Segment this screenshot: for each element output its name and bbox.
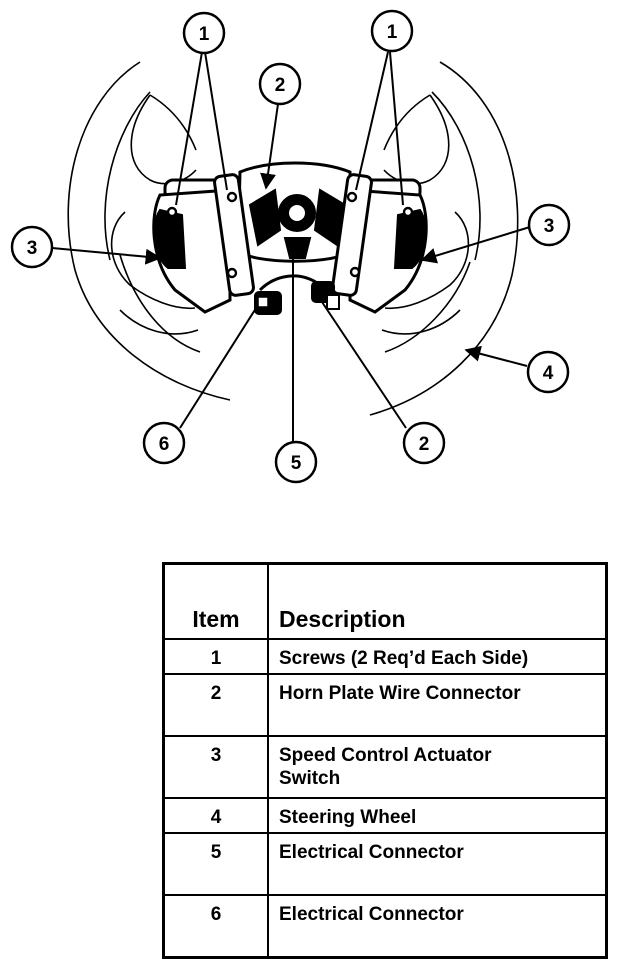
legend-item-description: Horn Plate Wire Connector [267, 673, 608, 737]
svg-text:2: 2 [419, 434, 430, 455]
callout-3-right: 3 [527, 203, 571, 247]
legend-item-description: Electrical Connector [267, 832, 608, 896]
svg-text:4: 4 [543, 363, 554, 384]
table-row: 3 Speed Control Actuator Switch [162, 735, 608, 799]
steering-wheel-diagram: 1 1 2 2 3 3 4 5 6 [10, 9, 571, 484]
svg-text:3: 3 [27, 238, 38, 259]
svg-text:6: 6 [159, 434, 170, 455]
leader-lines [51, 51, 531, 442]
legend-item-number: 6 [162, 894, 269, 959]
svg-text:1: 1 [199, 24, 210, 45]
legend-item-description: Steering Wheel [267, 797, 608, 834]
hub-assembly [152, 161, 428, 315]
callout-4: 4 [526, 350, 570, 394]
callout-2-top: 2 [258, 62, 302, 106]
legend-table: Item Description 1 Screws (2 Req’d Each … [162, 562, 608, 959]
table-row: 4 Steering Wheel [162, 797, 608, 834]
legend-item-description: Electrical Connector [267, 894, 608, 959]
screws [166, 191, 414, 279]
legend-item-description: Speed Control Actuator Switch [267, 735, 608, 799]
legend-header-item: Item [162, 562, 269, 640]
callout-2-bottom: 2 [402, 421, 446, 465]
callout-6: 6 [142, 421, 186, 465]
callout-3-left: 3 [10, 225, 54, 269]
legend-item-number: 1 [162, 638, 269, 675]
table-row: 6 Electrical Connector [162, 894, 608, 959]
svg-text:1: 1 [387, 22, 398, 43]
callout-1-left: 1 [182, 11, 226, 55]
table-row: 5 Electrical Connector [162, 832, 608, 896]
svg-text:3: 3 [544, 216, 555, 237]
legend-item-number: 2 [162, 673, 269, 737]
svg-text:5: 5 [291, 453, 302, 474]
svg-text:2: 2 [275, 75, 286, 96]
steering-wheel-spokes [110, 94, 470, 335]
legend-item-description: Screws (2 Req’d Each Side) [267, 638, 608, 675]
callout-1-right: 1 [370, 9, 414, 53]
legend-item-number: 4 [162, 797, 269, 834]
callout-5: 5 [274, 440, 318, 484]
legend-header-row: Item Description [162, 562, 608, 640]
legend-header-description: Description [267, 562, 608, 640]
legend-item-number: 3 [162, 735, 269, 799]
steering-wheel-rim [67, 61, 519, 416]
table-row: 2 Horn Plate Wire Connector [162, 673, 608, 737]
legend-item-number: 5 [162, 832, 269, 896]
table-row: 1 Screws (2 Req’d Each Side) [162, 638, 608, 675]
